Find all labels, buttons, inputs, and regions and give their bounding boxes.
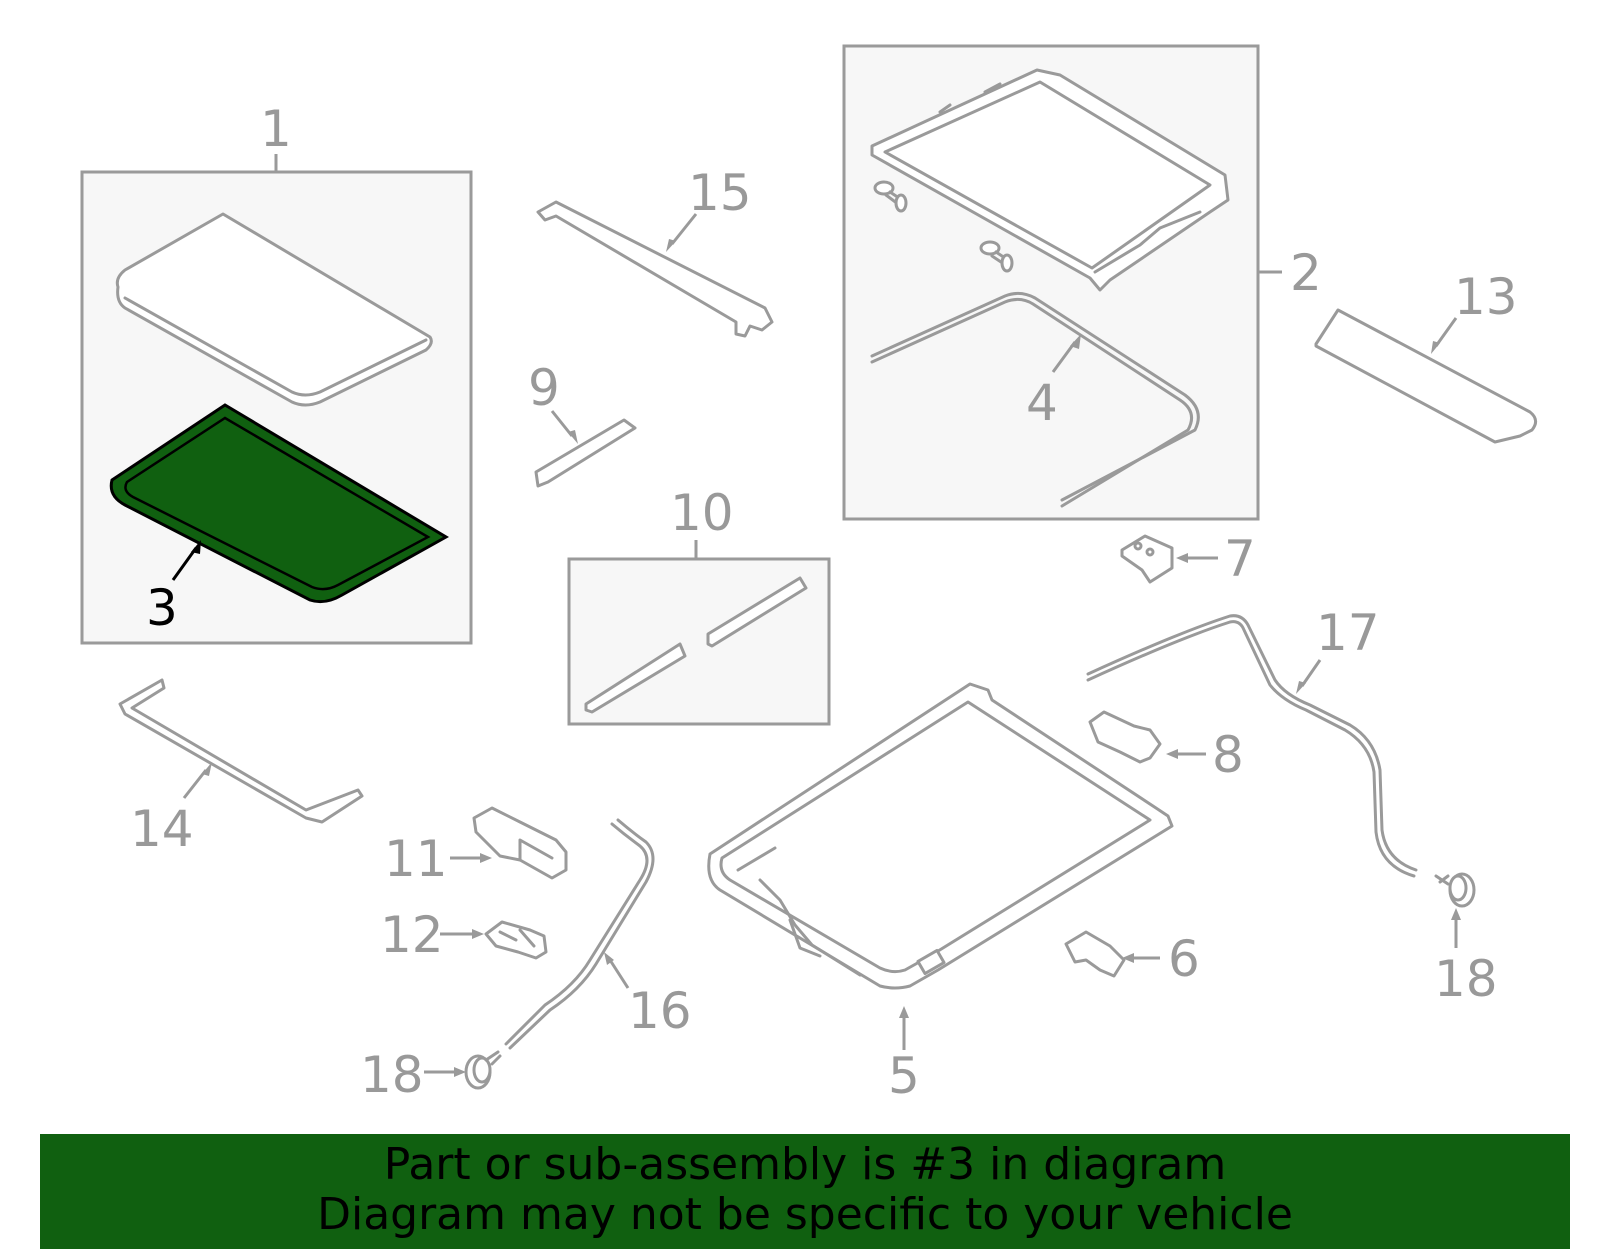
callout-12: 12: [380, 906, 444, 964]
part-16-drain-hose: [504, 822, 649, 1046]
info-banner: Part or sub-assembly is #3 in diagram Di…: [40, 1134, 1570, 1249]
callout-5: 5: [888, 1047, 920, 1105]
part-3-highlighted: [109, 403, 449, 604]
part-10-strip-b: [706, 576, 808, 648]
callout-13: 13: [1454, 268, 1518, 326]
screw-b: [979, 240, 1014, 273]
screw-a: [873, 180, 908, 213]
callout-11: 11: [384, 830, 448, 888]
callout-17: 17: [1316, 604, 1380, 662]
callout-2: 2: [1290, 244, 1322, 302]
banner-line-2: Diagram may not be specific to your vehi…: [317, 1189, 1293, 1240]
callout-14: 14: [130, 800, 194, 858]
callout-18-right: 18: [1434, 950, 1498, 1008]
part-6-bracket: [1064, 930, 1126, 978]
callout-9: 9: [528, 359, 560, 417]
banner-line-1: Part or sub-assembly is #3 in diagram: [383, 1139, 1227, 1190]
part-4-weatherstrip: [870, 291, 1200, 502]
part-18-fastener-left: [464, 1050, 502, 1090]
part-15-rail: [536, 200, 774, 338]
callout-15: 15: [688, 164, 752, 222]
part-10-strip-a: [584, 642, 687, 714]
callout-16: 16: [628, 982, 692, 1040]
callout-18-left: 18: [360, 1046, 424, 1104]
callout-7: 7: [1224, 530, 1256, 588]
part-8-clip: [1088, 710, 1162, 764]
callout-6: 6: [1168, 930, 1200, 988]
callout-1: 1: [260, 100, 292, 158]
part-14-deflector: [118, 678, 364, 824]
part-17-drain-hose: [1086, 614, 1418, 872]
part-9-strip: [534, 418, 637, 488]
part-7-bracket: [1120, 534, 1174, 584]
part-18-fastener-right: [1434, 872, 1476, 908]
callout-4: 4: [1026, 374, 1058, 432]
part-13-rail: [1314, 308, 1537, 444]
glass-panel: [115, 212, 433, 407]
callout-3: 3: [146, 579, 178, 637]
part-5-housing: [707, 682, 1174, 990]
callout-8: 8: [1212, 726, 1244, 784]
callout-10: 10: [670, 484, 734, 542]
